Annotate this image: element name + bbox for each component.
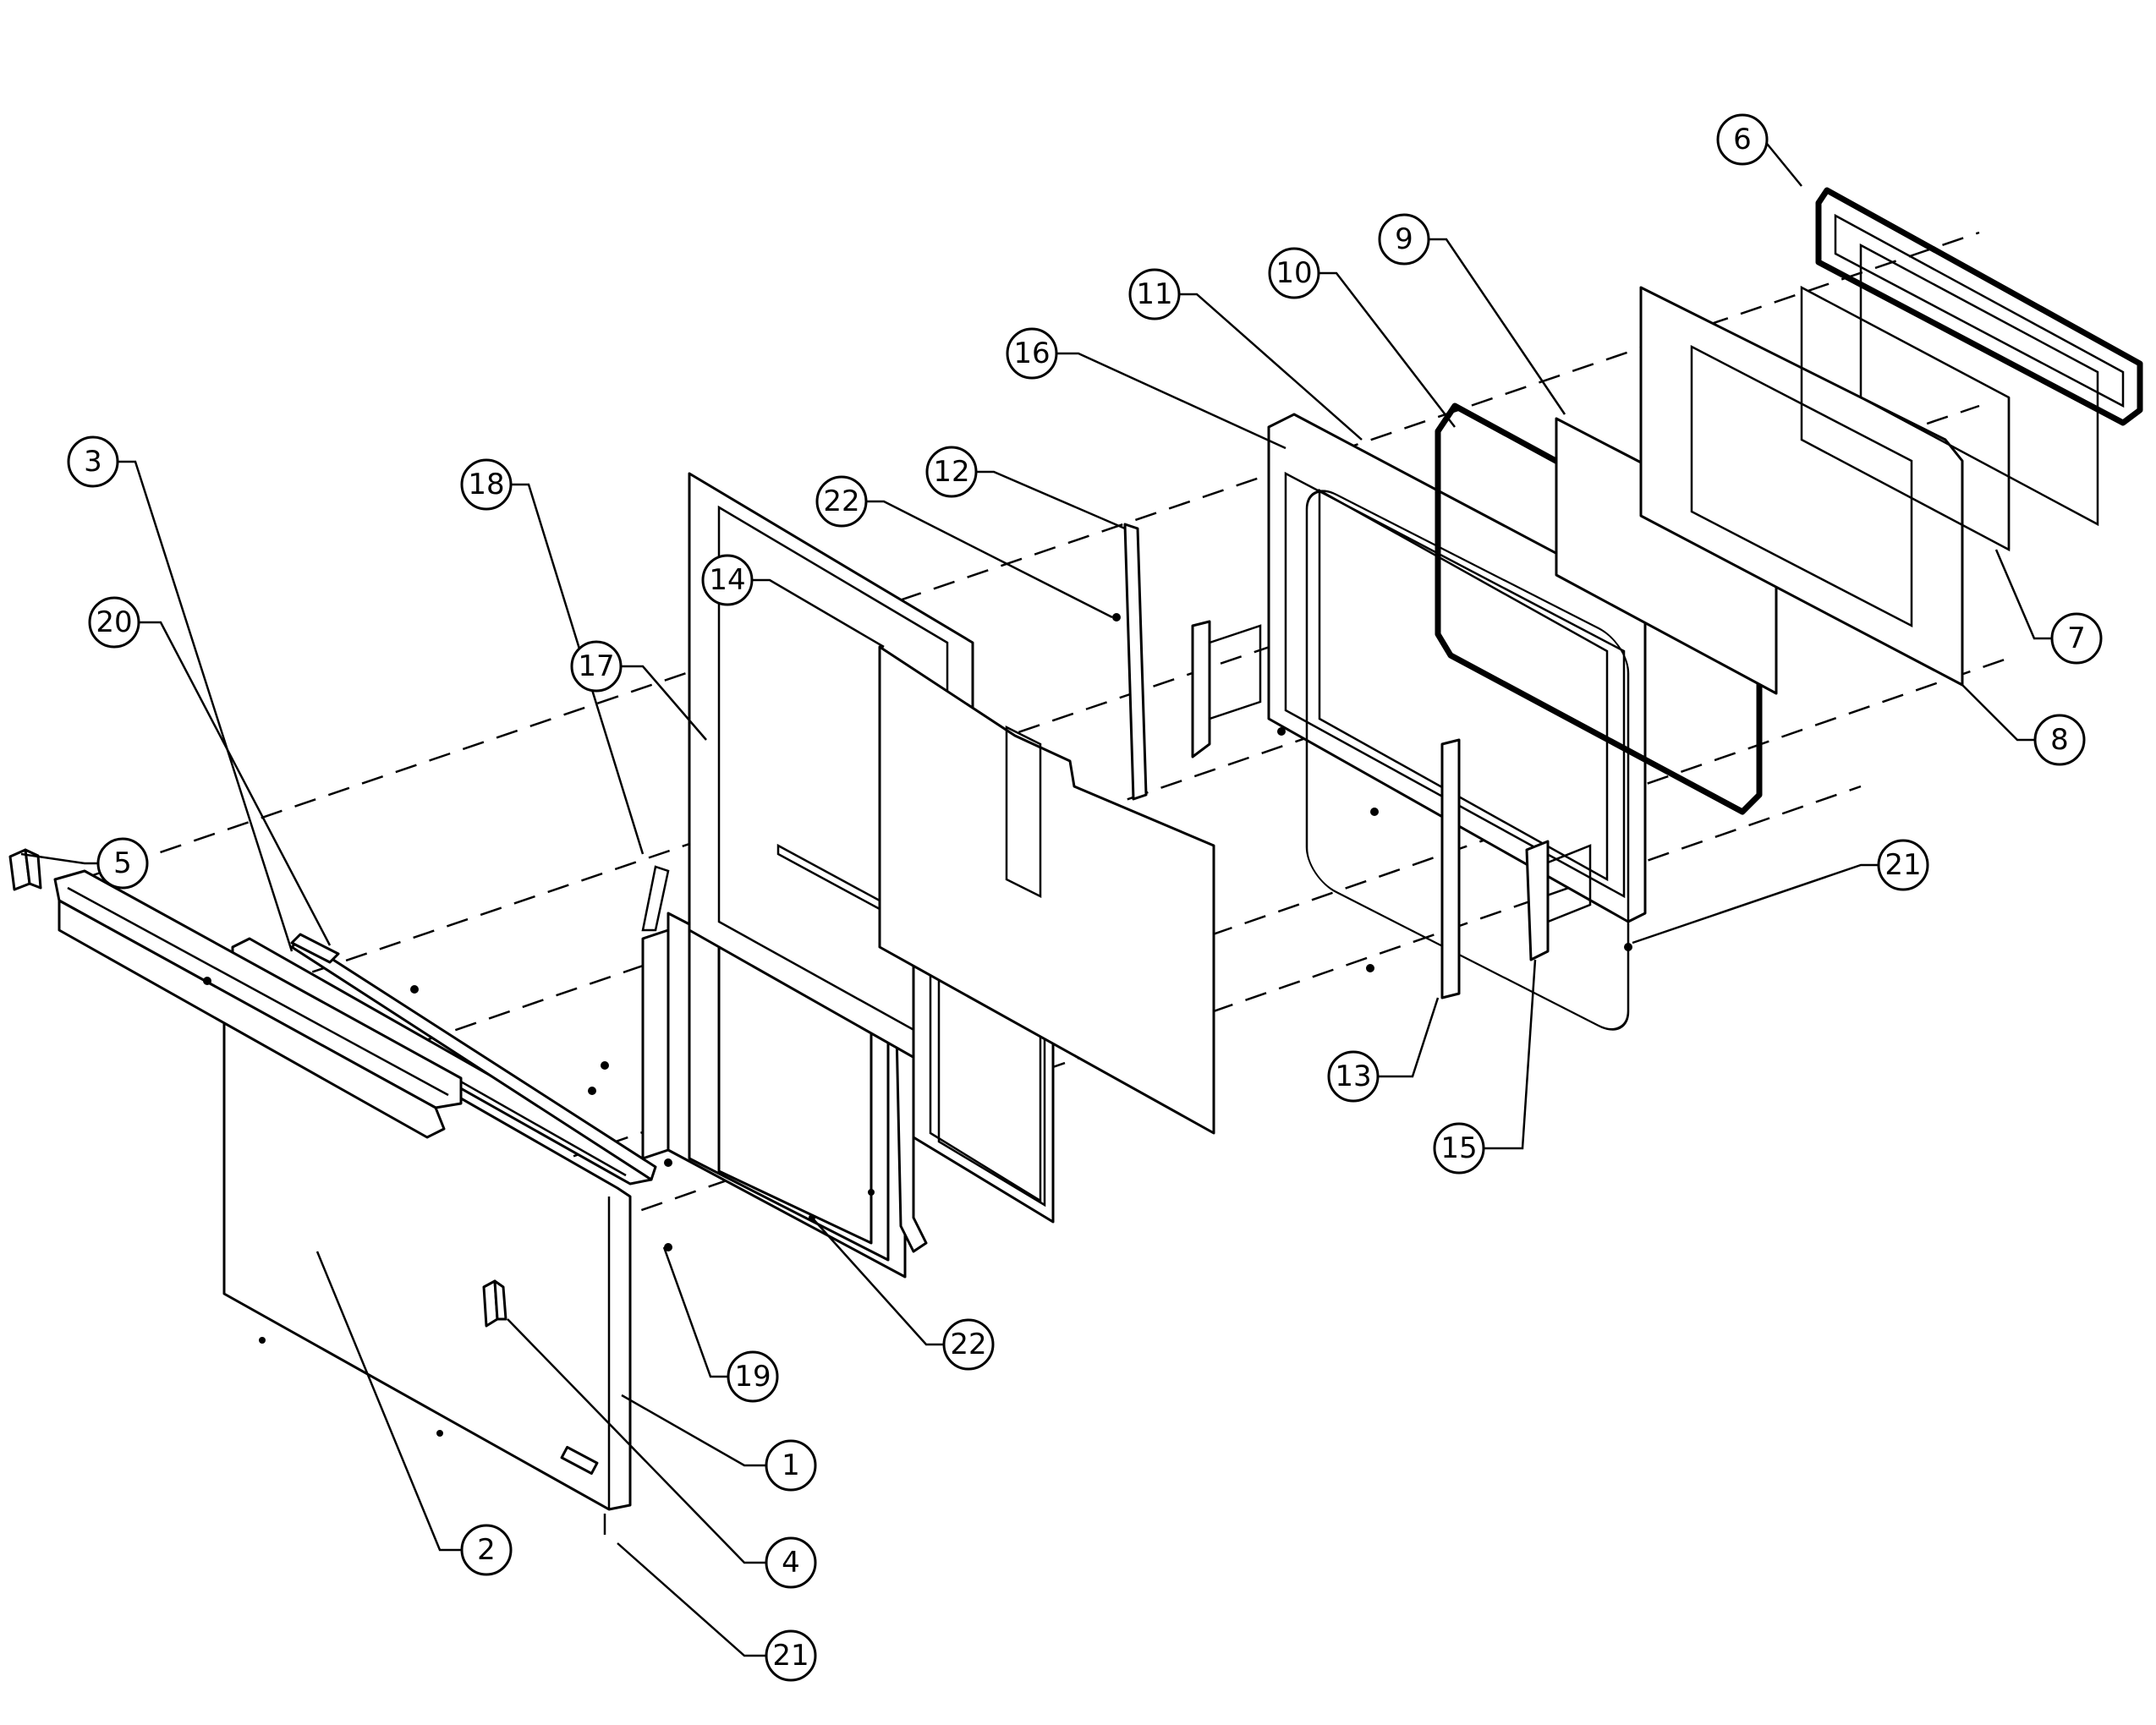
part-6-outer-back <box>1815 187 2143 527</box>
callout-16: 16 <box>1006 327 1058 380</box>
callout-17-label: 17 <box>578 649 614 683</box>
callout-21-right: 21 <box>1877 839 1929 891</box>
callout-6: 6 <box>1716 113 1769 166</box>
callout-3-label: 3 <box>84 445 102 479</box>
part-5-end-cap <box>8 848 42 891</box>
callouts: 6 9 10 11 16 12 22 14 <box>67 113 2103 1682</box>
callout-21-bottom-label: 21 <box>772 1639 809 1673</box>
part-12-strip <box>1112 523 1148 801</box>
callout-10: 10 <box>1268 247 1320 299</box>
callout-12: 12 <box>925 446 978 498</box>
callout-19-label: 19 <box>734 1360 771 1394</box>
part-8-window-frame <box>1639 286 1964 687</box>
callout-10-label: 10 <box>1275 256 1312 290</box>
part-7-rod <box>1800 285 2011 552</box>
callout-16-label: 16 <box>1013 337 1050 370</box>
part-4-end-cap <box>482 1279 507 1328</box>
callout-21-bottom: 21 <box>765 1629 817 1682</box>
part-11-inner-liner <box>1267 413 1647 1031</box>
callout-8-label: 8 <box>2050 723 2069 757</box>
callout-15: 15 <box>1433 1122 1485 1175</box>
callout-14-label: 14 <box>709 563 745 597</box>
part-10-gasket <box>1435 402 1763 815</box>
callout-11-label: 11 <box>1136 277 1172 311</box>
callout-12-label: 12 <box>933 455 969 489</box>
part-2-handle-bar <box>53 869 463 1139</box>
callout-21-right-label: 21 <box>1884 848 1921 882</box>
callout-5: 5 <box>96 837 149 890</box>
callout-14: 14 <box>701 554 754 606</box>
callout-4: 4 <box>765 1536 817 1589</box>
callout-6-label: 6 <box>1733 123 1752 156</box>
callout-13: 13 <box>1327 1050 1380 1103</box>
callout-13-label: 13 <box>1335 1060 1371 1093</box>
callout-9: 9 <box>1378 213 1430 266</box>
callout-1: 1 <box>765 1439 817 1492</box>
callout-7-label: 7 <box>2067 622 2086 655</box>
callout-4-label: 4 <box>782 1546 800 1580</box>
callout-2: 2 <box>460 1524 513 1576</box>
callout-18-label: 18 <box>468 468 504 501</box>
callout-17: 17 <box>570 640 623 693</box>
callout-22-top-label: 22 <box>823 485 859 518</box>
callout-15-label: 15 <box>1440 1131 1477 1165</box>
part-15-hinge <box>1525 840 1592 961</box>
part-14-insulation-panel <box>878 645 1215 1135</box>
callout-22-bottom-label: 22 <box>950 1328 986 1361</box>
callout-7: 7 <box>2050 612 2103 665</box>
callout-8: 8 <box>2033 714 2086 766</box>
callout-22-bottom: 22 <box>942 1318 995 1371</box>
callout-5-label: 5 <box>113 846 132 880</box>
callout-3: 3 <box>67 435 119 488</box>
callout-18: 18 <box>460 458 513 511</box>
callout-20: 20 <box>88 596 140 649</box>
screws-21-right <box>1277 727 1632 951</box>
callout-20-label: 20 <box>96 605 132 639</box>
part-13-side-strip <box>1366 738 1461 999</box>
callout-1-label: 1 <box>782 1448 800 1482</box>
callout-9-label: 9 <box>1395 222 1413 256</box>
callout-19: 19 <box>727 1350 779 1403</box>
callout-11: 11 <box>1128 268 1181 320</box>
callout-2-label: 2 <box>477 1533 496 1567</box>
leader-lines <box>20 139 2051 1657</box>
callout-22-top: 22 <box>815 475 868 528</box>
part-16-hinge <box>1191 620 1262 758</box>
